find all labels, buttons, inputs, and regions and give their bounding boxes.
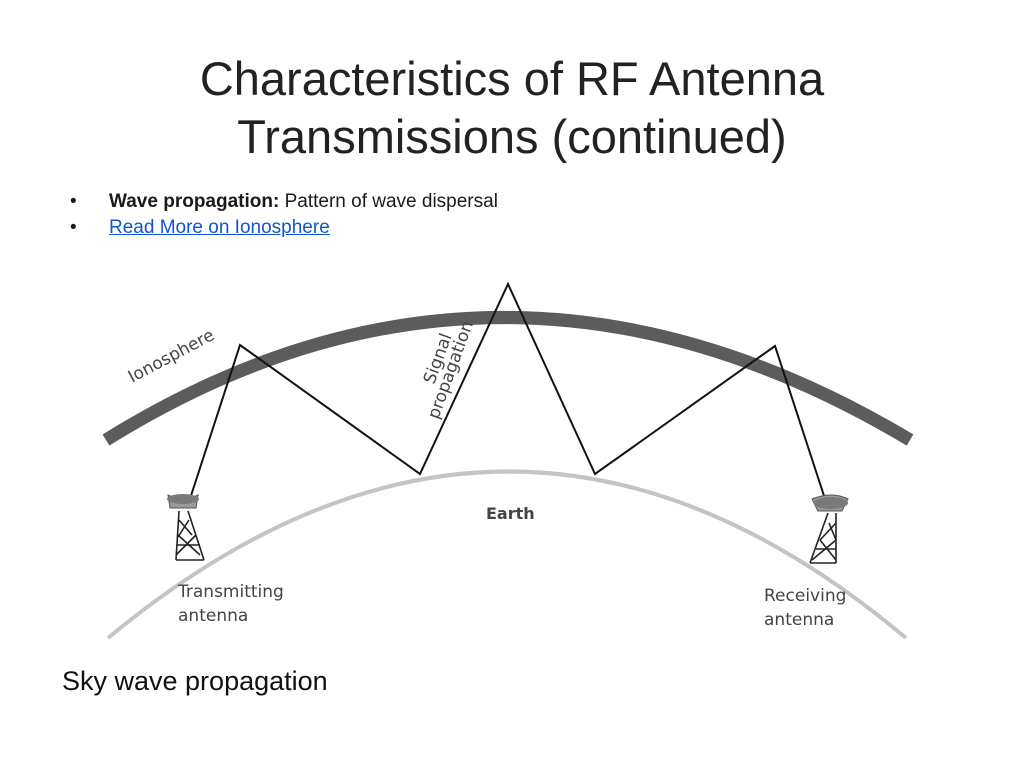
bullet-list: • Wave propagation: Pattern of wave disp… xyxy=(70,189,498,241)
bullet-wave-propagation: • Wave propagation: Pattern of wave disp… xyxy=(70,189,498,215)
receiving-antenna-label-line-1: Receiving xyxy=(764,586,846,606)
slide-title: Characteristics of RF Antenna Transmissi… xyxy=(0,50,1024,166)
read-more-ionosphere-link[interactable]: Read More on Ionosphere xyxy=(109,217,330,238)
transmitting-antenna-icon xyxy=(167,494,205,561)
transmitting-antenna-label-line-1: Transmitting xyxy=(177,582,284,602)
earth-surface xyxy=(106,469,908,640)
bullet-marker: • xyxy=(70,191,77,212)
title-line-2: Transmissions (continued) xyxy=(237,110,787,163)
diagram-caption: Sky wave propagation xyxy=(62,666,328,696)
transmitting-antenna-label-line-2: antenna xyxy=(178,606,248,626)
wave-propagation-definition: Pattern of wave dispersal xyxy=(284,191,498,212)
wave-propagation-term: Wave propagation: xyxy=(109,191,280,212)
ionosphere-label: Ionosphere xyxy=(125,325,218,387)
receiving-antenna-icon xyxy=(809,494,849,564)
title-line-1: Characteristics of RF Antenna xyxy=(199,52,825,105)
earth-label: Earth xyxy=(486,504,535,523)
sky-wave-diagram: Ionosphere Signal propagation Earth Tran… xyxy=(102,281,914,640)
bullet-read-more: • Read More on Ionosphere xyxy=(70,215,498,241)
bullet-marker: • xyxy=(70,217,77,238)
signal-propagation-path xyxy=(186,281,829,509)
ionosphere-band xyxy=(102,311,914,446)
receiving-antenna-label-line-2: antenna xyxy=(764,610,834,630)
